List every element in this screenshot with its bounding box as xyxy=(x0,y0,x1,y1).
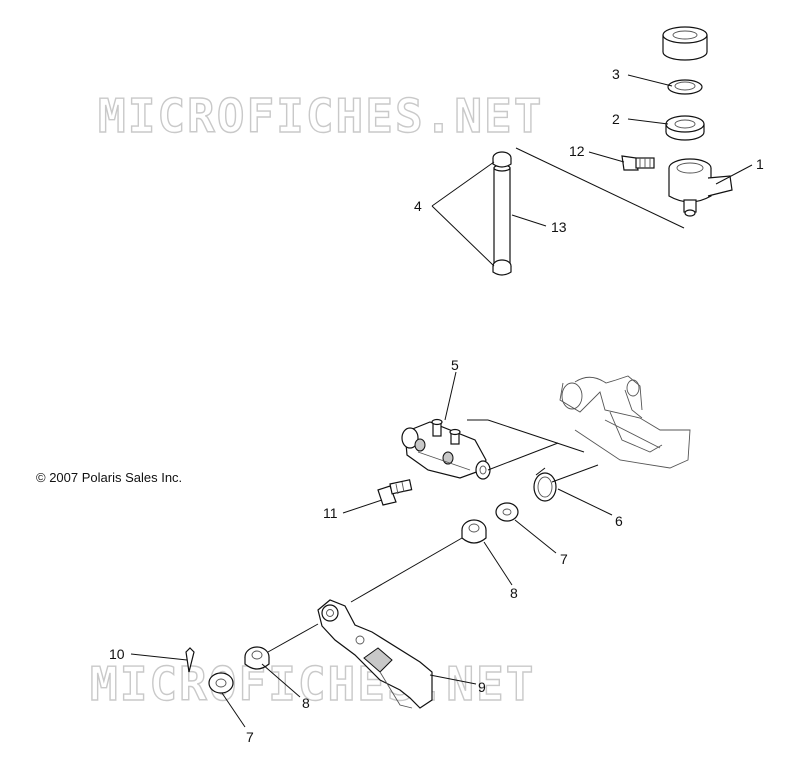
leader-12 xyxy=(588,151,625,163)
callout-6: 6 xyxy=(615,513,623,529)
leader-3 xyxy=(627,74,673,87)
callout-2: 2 xyxy=(612,111,620,127)
callout-1: 1 xyxy=(756,156,764,172)
callout-5: 5 xyxy=(451,357,459,373)
watermark-top: MICROFICHES.NET xyxy=(98,89,543,143)
leader-7a xyxy=(514,519,557,554)
callout-12: 12 xyxy=(569,143,585,159)
callout-10: 10 xyxy=(109,646,125,662)
leader-1 xyxy=(715,164,753,185)
brake-pedal-part-9 xyxy=(317,599,433,709)
callout-9: 9 xyxy=(478,679,486,695)
leader-6 xyxy=(557,488,613,516)
leader-4b xyxy=(431,205,495,267)
washer-part-7-lower xyxy=(208,672,234,694)
cotter-pin-part-10 xyxy=(185,647,195,673)
master-cylinder-part-1 xyxy=(668,158,733,217)
bolt-part-11 xyxy=(377,479,413,506)
callout-8-lower: 8 xyxy=(302,695,310,711)
reservoir-cap xyxy=(662,26,708,61)
leader-13 xyxy=(511,214,547,227)
bushing-part-8-lower xyxy=(244,646,270,670)
clamp-top-part-4 xyxy=(492,151,512,168)
leader-7b xyxy=(221,692,246,728)
diaphragm-part-3 xyxy=(667,79,703,95)
watermark-bottom: MICROFICHES.NET xyxy=(90,657,535,711)
callout-3: 3 xyxy=(612,66,620,82)
brake-valve-part-5 xyxy=(401,418,491,480)
spring-clip-part-6 xyxy=(533,467,557,502)
clamp-bottom-part-4 xyxy=(492,259,512,276)
leader-4a xyxy=(431,161,495,207)
leader-5 xyxy=(444,371,457,421)
banjo-bolt-part-12 xyxy=(621,155,655,171)
leader-10 xyxy=(130,653,188,661)
callout-8-upper: 8 xyxy=(510,585,518,601)
callout-7-lower: 7 xyxy=(246,729,254,745)
bushing-part-8-upper xyxy=(461,519,487,544)
leader-8a xyxy=(483,541,513,586)
callout-13: 13 xyxy=(551,219,567,235)
washer-part-7-upper xyxy=(495,502,519,522)
hose-part-13 xyxy=(493,164,511,269)
cap-plate-part-2 xyxy=(665,115,705,141)
copyright-text: © 2007 Polaris Sales Inc. xyxy=(36,470,182,485)
frame-bracket xyxy=(559,375,691,469)
callout-7-upper: 7 xyxy=(560,551,568,567)
leader-9 xyxy=(429,674,477,685)
leader-8b xyxy=(261,663,301,698)
leader-2 xyxy=(627,118,669,125)
callout-11: 11 xyxy=(323,505,338,521)
callout-4: 4 xyxy=(414,198,422,214)
leader-11 xyxy=(342,499,383,514)
